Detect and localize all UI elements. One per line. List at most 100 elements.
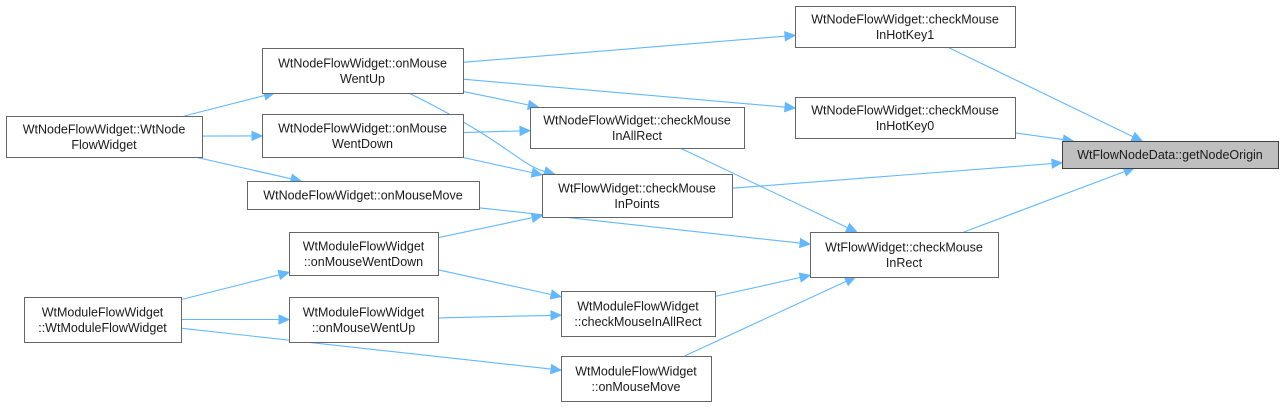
node-box — [795, 97, 1016, 139]
nodes-layer: WtFlowNodeData::getNodeOriginWtNodeFlowW… — [6, 6, 1279, 402]
node-label-line: InHotKey1 — [876, 28, 934, 42]
edge-arrowhead — [530, 212, 544, 223]
node-box — [262, 48, 464, 94]
node-label-line: WtModuleFlowWidget — [575, 364, 697, 378]
node-label-line: InPoints — [614, 197, 659, 211]
edge-arrowhead — [530, 167, 544, 178]
node-label-line: FlowWidget — [71, 138, 137, 152]
node-box — [247, 181, 480, 210]
node-label-line: WtNodeFlowWidget::WtNode — [23, 122, 186, 136]
node-modAllRect[interactable]: WtModuleFlowWidget::checkMouseInAllRect — [561, 291, 716, 337]
edge-arrowhead — [784, 101, 797, 113]
node-nodeMove[interactable]: WtNodeFlowWidget::onMouseMove — [247, 181, 480, 210]
edge-line — [462, 130, 521, 134]
node-box — [810, 232, 999, 278]
edge-line — [462, 78, 786, 108]
edge-arrowhead — [843, 276, 857, 287]
node-label-line: WtNodeFlowWidget::onMouseMove — [263, 189, 462, 203]
node-target: WtFlowNodeData::getNodeOrigin — [1062, 141, 1279, 169]
node-modDown[interactable]: WtModuleFlowWidget::onMouseWentDown — [289, 232, 439, 276]
edge-nodeCtor-to-nodeUp — [184, 90, 276, 117]
node-label-line: ::onMouseWentUp — [312, 321, 415, 335]
node-box — [289, 232, 439, 276]
edge-arrowhead — [550, 310, 563, 321]
node-box — [262, 114, 464, 158]
edge-hotkey1-to-target — [947, 46, 1144, 142]
node-nodeAllRect[interactable]: WtNodeFlowWidget::checkMouseInAllRect — [530, 107, 745, 149]
node-label-line: ::onMouseMove — [592, 380, 681, 394]
node-label-line: WtModuleFlowWidget — [577, 299, 699, 313]
node-label-line: WtNodeFlowWidget::onMouse — [278, 56, 447, 70]
edge-line — [437, 269, 552, 296]
edge-line — [963, 170, 1125, 233]
edge-line — [460, 156, 533, 174]
edge-line — [184, 94, 265, 117]
node-label-line: InRect — [886, 256, 923, 270]
node-label-line: WtModuleFlowWidget — [42, 305, 164, 319]
edge-nodeUp-to-hotkey0 — [462, 78, 797, 113]
node-nodeUp[interactable]: WtNodeFlowWidget::onMouseWentUp — [262, 48, 464, 94]
edge-arrowhead — [784, 30, 797, 42]
edge-arrowhead — [278, 314, 291, 325]
node-label-line: InAllRect — [612, 129, 663, 143]
node-box — [6, 116, 203, 158]
edge-inPoints-to-target — [731, 158, 1064, 189]
node-modMove[interactable]: WtModuleFlowWidget::onMouseMove — [561, 356, 712, 402]
node-label-line: WtModuleFlowWidget — [303, 239, 425, 253]
edge-arrowhead — [1051, 158, 1064, 169]
edge-line — [679, 147, 848, 229]
edge-modDown-to-modAllRect — [437, 269, 563, 300]
edge-arrowhead — [277, 269, 291, 281]
edge-arrowhead — [1130, 131, 1144, 142]
edge-nodeDown-to-nodeAllRect — [462, 125, 532, 137]
node-label-line: ::WtModuleFlowWidget — [38, 321, 167, 335]
node-box — [530, 107, 745, 149]
edge-arrowhead — [549, 289, 563, 300]
node-label-line: InHotKey0 — [876, 119, 934, 133]
node-label-line: WtNodeFlowWidget::checkMouse — [811, 12, 999, 26]
edge-line — [462, 35, 786, 63]
node-modCtor[interactable]: WtModuleFlowWidget::WtModuleFlowWidget — [24, 297, 182, 343]
edge-modAllRect-to-inRect — [714, 272, 812, 297]
node-box — [561, 291, 716, 337]
node-box — [795, 6, 1016, 48]
edge-nodeDown-to-inPoints — [460, 156, 544, 178]
edge-modCtor-to-modDown — [180, 269, 291, 301]
edge-line — [1014, 132, 1064, 141]
node-box — [1062, 141, 1279, 169]
edge-line — [180, 274, 280, 301]
edge-arrowhead — [799, 237, 812, 249]
edge-line — [731, 163, 1053, 189]
edge-line — [714, 276, 801, 297]
node-nodeCtor[interactable]: WtNodeFlowWidget::WtNodeFlowWidget — [6, 116, 203, 158]
node-modUp[interactable]: WtModuleFlowWidget::onMouseWentUp — [289, 297, 439, 343]
edge-line — [684, 280, 847, 357]
edge-arrowhead — [519, 125, 532, 137]
node-label-line: WtFlowWidget::checkMouse — [558, 181, 716, 195]
node-box — [542, 174, 733, 218]
node-label-line: WtFlowWidget::checkMouse — [825, 240, 983, 254]
edge-modDown-to-inPoints — [437, 212, 544, 239]
node-label-line: WtNodeFlowWidget::checkMouse — [543, 113, 731, 127]
edge-nodeUp-to-hotkey1 — [462, 30, 797, 63]
node-box — [289, 297, 439, 343]
edge-arrowhead — [251, 130, 264, 142]
node-label-line: WtNodeFlowWidget::onMouse — [278, 121, 447, 135]
node-nodeDown[interactable]: WtNodeFlowWidget::onMouseWentDown — [262, 114, 464, 158]
edge-modCtor-to-modUp — [181, 314, 291, 325]
node-label-line: WtFlowNodeData::getNodeOrigin — [1077, 148, 1263, 162]
edge-nodeCtor-to-nodeMove — [194, 156, 303, 184]
edge-modCtor-to-modMove — [180, 327, 563, 375]
edge-inRect-to-target — [963, 166, 1136, 233]
edge-nodeAllRect-to-inRect — [679, 147, 858, 233]
node-label-line: WentUp — [340, 72, 385, 86]
edge-nodeUp-to-nodeAllRect — [462, 90, 540, 111]
edge-line — [437, 217, 533, 239]
edge-line — [947, 46, 1134, 138]
edge-nodeCtor-to-nodeDown — [201, 130, 264, 142]
